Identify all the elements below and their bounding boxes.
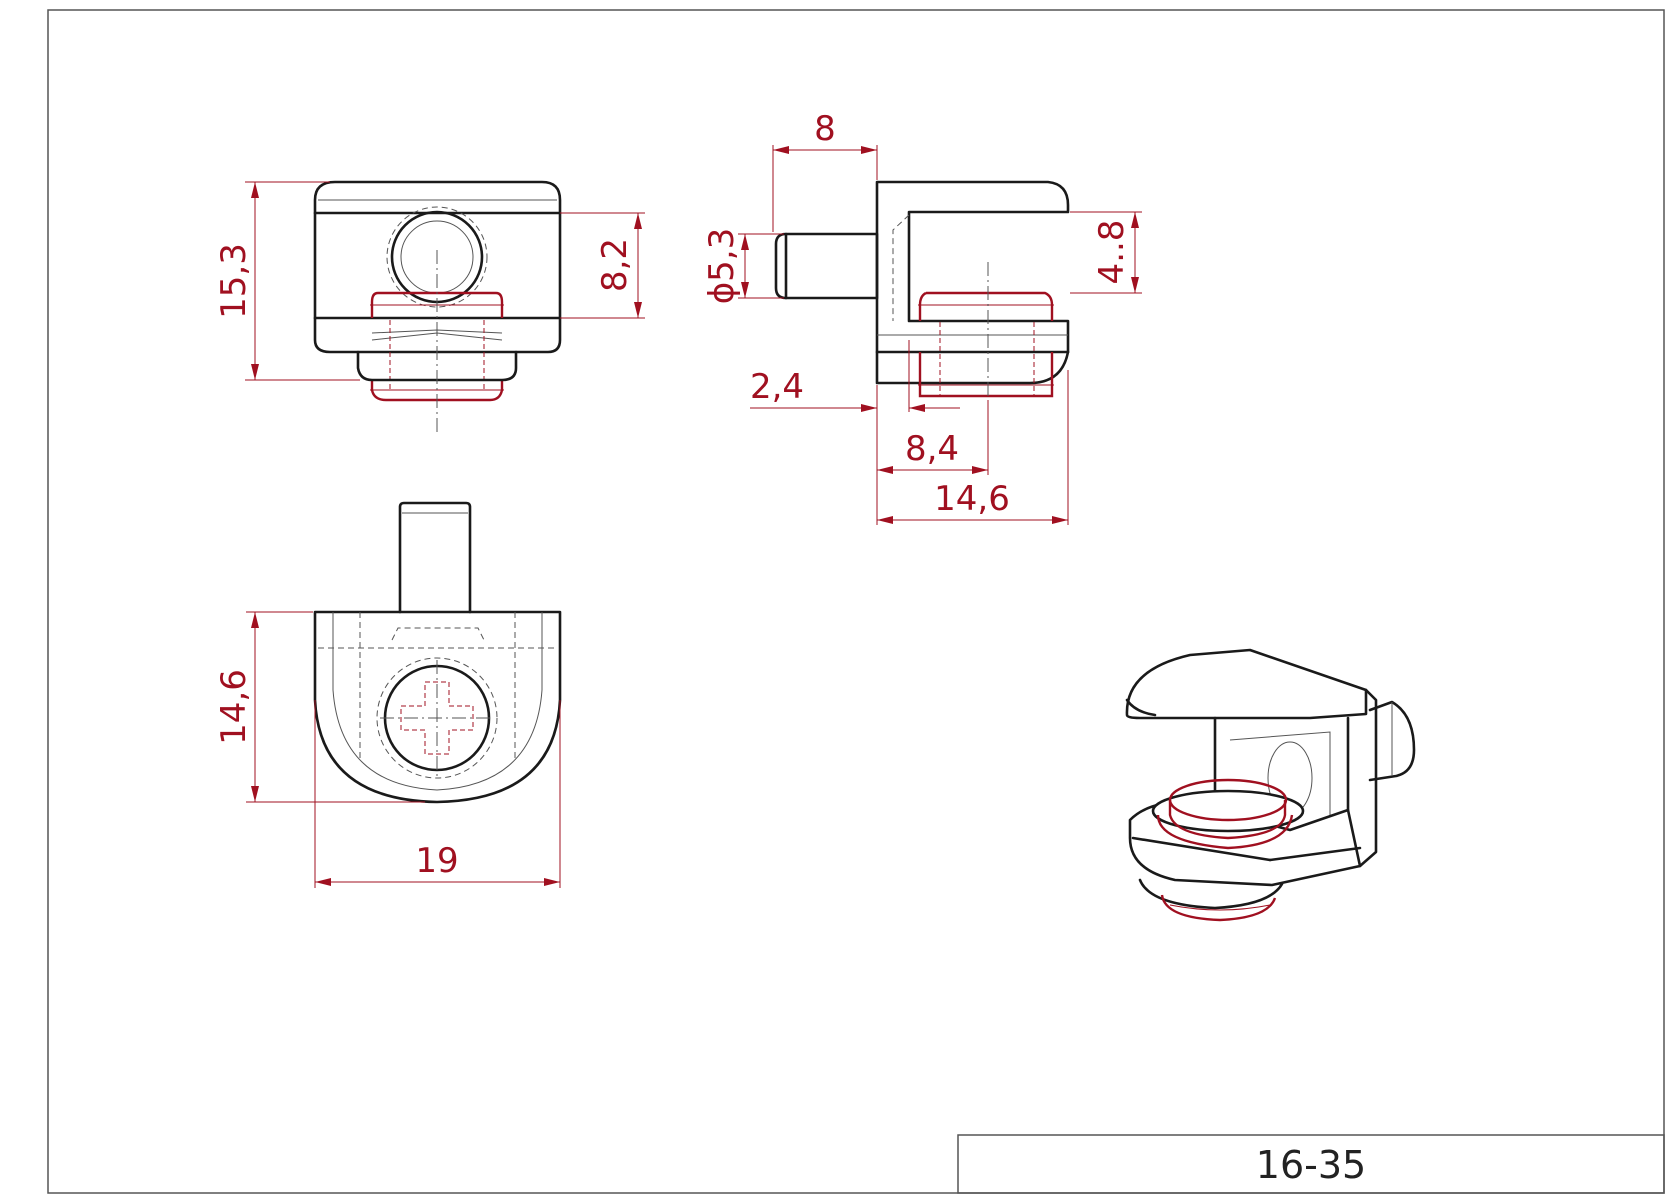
drawing-frame — [47, 9, 1665, 1194]
dim-15-3: 15,3 — [214, 243, 254, 319]
part-number: 16-35 — [1256, 1143, 1366, 1187]
dim-8-4: 8,4 — [905, 429, 959, 469]
isometric-view — [1125, 648, 1416, 922]
bottom-left-view: 14,6 19 — [214, 501, 562, 888]
dim-8-2: 8,2 — [595, 238, 635, 292]
dim-4-8: 4..8 — [1092, 220, 1132, 285]
dim-19: 19 — [415, 841, 458, 881]
title-block: 16-35 — [957, 1134, 1665, 1194]
top-right-view: 8 ϕ5,3 4..8 2,4 8,4 14,6 — [702, 109, 1142, 525]
dim-phi-5-3: ϕ5,3 — [702, 228, 742, 305]
dim-8: 8 — [814, 109, 836, 149]
top-left-view: 15,3 8,2 — [214, 180, 645, 435]
dim-14-6-height: 14,6 — [214, 669, 254, 745]
dim-2-4: 2,4 — [750, 367, 804, 407]
dim-14-6-depth: 14,6 — [934, 479, 1010, 519]
